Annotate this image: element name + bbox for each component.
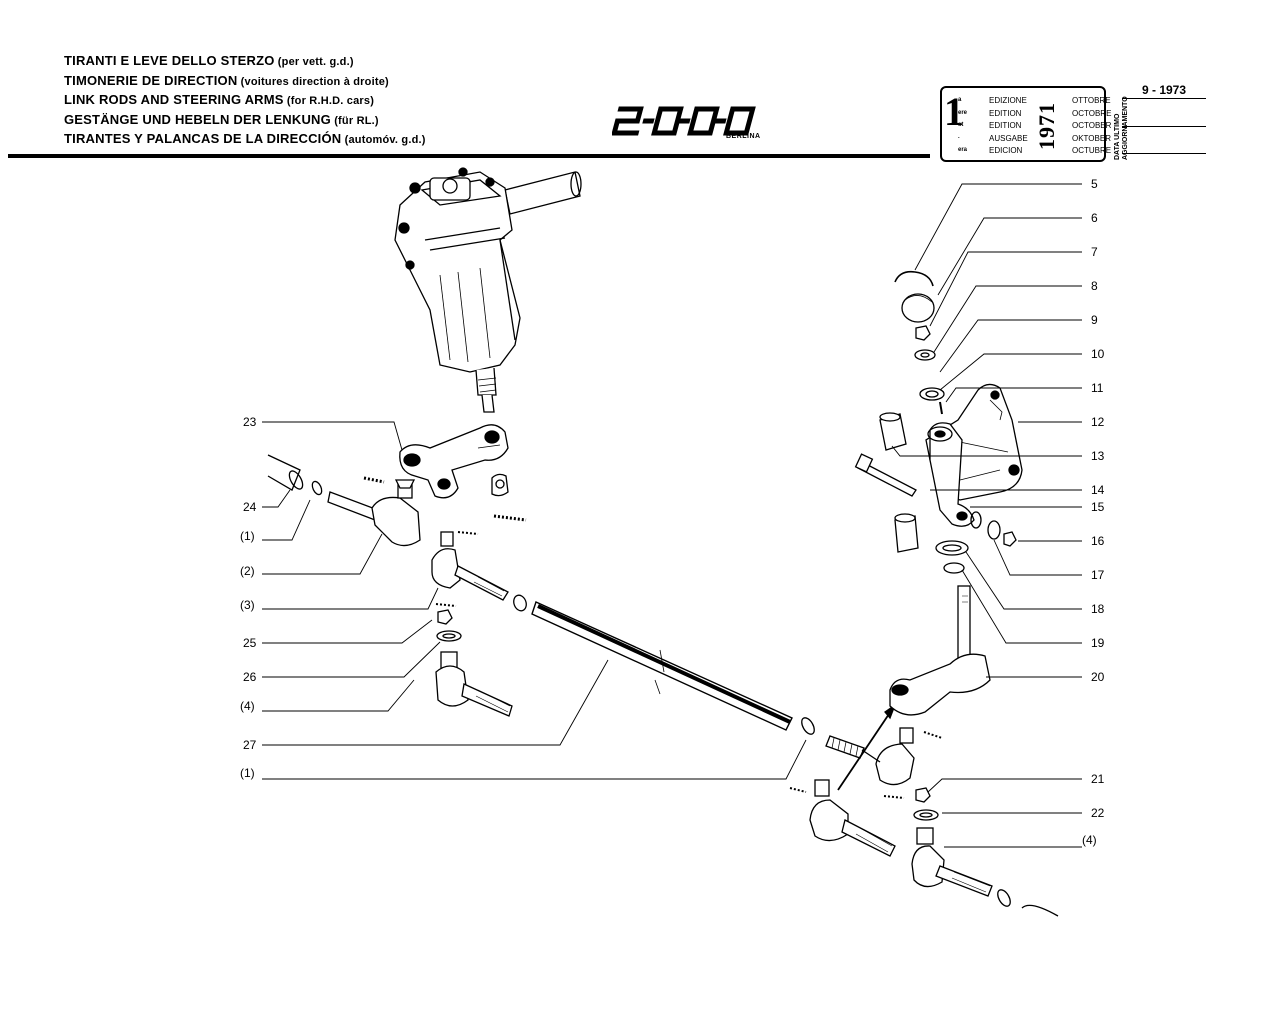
edition-number: 1 xyxy=(944,89,964,134)
edition-labels: EDIZIONE EDITION EDITION AUSGABE EDICION xyxy=(989,95,1028,158)
callout-26: 26 xyxy=(243,670,257,684)
callout-24: 24 xyxy=(243,500,257,514)
callout-6: 6 xyxy=(1091,211,1098,225)
ball-joint-left-4 xyxy=(435,651,513,717)
update-line xyxy=(1122,98,1206,99)
title-it: TIRANTI E LEVE DELLO STERZO (per vett. g… xyxy=(64,52,426,72)
idler-arm xyxy=(889,585,991,716)
callout-18: 18 xyxy=(1091,602,1105,616)
logo-subtitle: BERLINA xyxy=(726,133,761,140)
callout-15: 15 xyxy=(1091,500,1105,514)
title-es-sub: (automóv. g.d.) xyxy=(341,134,426,146)
callout-3: (3) xyxy=(240,598,255,612)
callout-10: 10 xyxy=(1091,347,1105,361)
edition-month: OTTOBRE xyxy=(1072,96,1111,105)
callout-4: (4) xyxy=(240,699,255,713)
title-de-sub: (für RL.) xyxy=(330,114,379,127)
edition-label: EDITION xyxy=(989,108,1022,118)
edition-suffix: ere xyxy=(958,110,968,116)
ball-joint-right-mid xyxy=(861,727,943,786)
edition-label: EDIZIONE xyxy=(989,96,1027,105)
title-en-sub: (for R.H.D. cars) xyxy=(283,95,375,107)
update-line xyxy=(1122,126,1206,127)
ball-joint-right-4 xyxy=(911,827,1059,917)
ball-joint-3 xyxy=(431,531,527,612)
edition-month: OKTOBER xyxy=(1072,133,1111,143)
ball-joint-bottom xyxy=(789,779,896,857)
callout-1: (1) xyxy=(240,529,255,543)
title-es: TIRANTES Y PALANCAS DE LA DIRECCIÓN (aut… xyxy=(64,130,426,150)
edition-months: OTTOBRE OCTOBRE OCTOBER OKTOBER OCTUBRE xyxy=(1072,95,1111,158)
header-rule xyxy=(8,154,930,158)
title-de: GESTÄNGE UND HEBELN DER LENKUNG (für RL.… xyxy=(64,111,426,131)
callout-9: 9 xyxy=(1091,313,1098,327)
callout-5: 5 xyxy=(1091,177,1098,191)
edition-label: EDICION xyxy=(989,146,1023,155)
update-line xyxy=(1122,153,1206,154)
callout-12: 12 xyxy=(1091,415,1105,429)
callout-13: 13 xyxy=(1091,449,1105,463)
title-it-main: TIRANTI E LEVE DELLO STERZO xyxy=(64,53,275,68)
ball-joint-left xyxy=(327,479,421,547)
title-en: LINK RODS AND STEERING ARMS (for R.H.D. … xyxy=(64,91,426,111)
callout-4: (4) xyxy=(1082,833,1097,847)
edition-label: AUSGABE xyxy=(989,133,1028,143)
title-es-main: TIRANTES Y PALANCAS DE LA DIRECCIÓN xyxy=(64,131,342,146)
tie-rod xyxy=(531,601,815,735)
logo-2000 xyxy=(612,106,756,136)
callout-8: 8 xyxy=(1091,279,1098,293)
callout-25: 25 xyxy=(243,636,257,650)
callout-14: 14 xyxy=(1091,483,1105,497)
edition-suffix: a xyxy=(958,97,962,103)
edition-label: EDITION xyxy=(989,121,1022,130)
title-fr-sub: (voitures direction à droite) xyxy=(237,75,389,88)
pitman-arm xyxy=(399,424,509,499)
callout-7: 7 xyxy=(1091,245,1098,259)
title-fr-main: TIMONERIE DE DIRECTION xyxy=(64,72,238,88)
edition-suffix: . xyxy=(958,134,960,140)
title-en-main: LINK RODS AND STEERING ARMS xyxy=(64,92,284,107)
callout-17: 17 xyxy=(1091,568,1105,582)
callout-19: 19 xyxy=(1091,636,1105,650)
title-it-sub: (per vett. g.d.) xyxy=(274,56,354,68)
callout-2: (2) xyxy=(240,564,255,578)
edition-suffix: st xyxy=(958,122,964,128)
callout-23: 23 xyxy=(243,415,257,429)
edition-month: OCTOBER xyxy=(1072,121,1112,130)
callout-21: 21 xyxy=(1091,772,1105,786)
callout-11: 11 xyxy=(1091,381,1104,395)
title-fr: TIMONERIE DE DIRECTION (voitures directi… xyxy=(64,72,426,92)
callout-20: 20 xyxy=(1091,670,1105,684)
leader-lines-right xyxy=(891,183,1082,848)
leader-lines-left xyxy=(262,421,807,780)
edition-box xyxy=(940,86,1106,162)
edition-month: OCTOBRE xyxy=(1072,108,1112,118)
callout-1: (1) xyxy=(240,766,255,780)
callout-16: 16 xyxy=(1091,534,1105,548)
callout-22: 22 xyxy=(1091,806,1105,820)
edition-month: OCTUBRE xyxy=(1072,146,1112,155)
title-block: TIRANTI E LEVE DELLO STERZO (per vett. g… xyxy=(64,52,426,150)
title-de-main: GESTÄNGE UND HEBELN DER LENKUNG xyxy=(64,111,331,127)
edition-suffix: era xyxy=(958,147,968,153)
callout-27: 27 xyxy=(243,738,257,752)
steering-box xyxy=(394,167,582,413)
update-value: 9 - 1973 xyxy=(1142,83,1187,97)
